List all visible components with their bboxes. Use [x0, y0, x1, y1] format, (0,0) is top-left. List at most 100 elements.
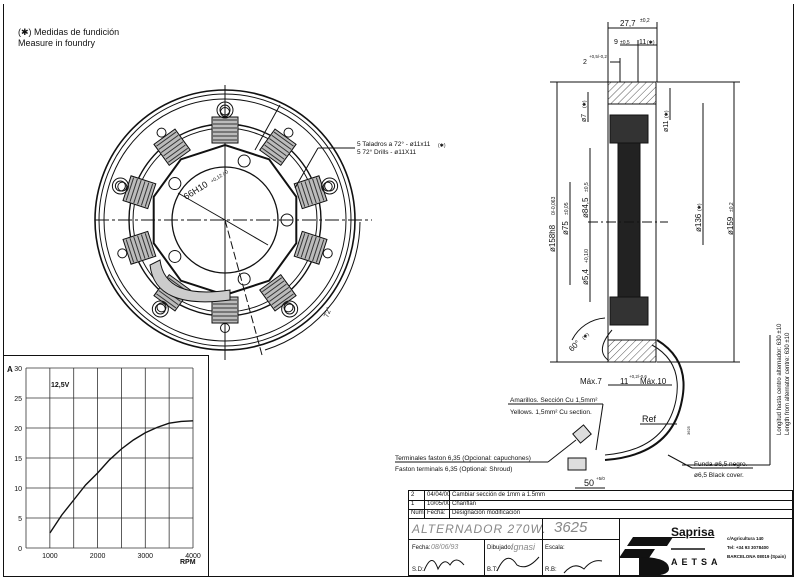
company-name-2: AETSA [671, 557, 722, 567]
mounting-hole [321, 177, 339, 195]
flange-hole [283, 302, 294, 313]
part-name: ALTERNADOR 270W. [412, 522, 547, 536]
mounting-hole [151, 300, 169, 318]
dim-d158: ø158h8 [548, 224, 557, 252]
stator-coil [259, 128, 297, 167]
date-label: Fecha: [412, 545, 431, 551]
dim-width: 27,7 [620, 19, 636, 28]
flange-hole [117, 248, 128, 259]
dim-max7: Máx.7 [580, 377, 602, 386]
x-tick-label: 4000 [185, 553, 201, 560]
y-tick-label: 25 [14, 396, 22, 403]
address-line-1: c/Agricultura 140 [727, 536, 764, 541]
inner-hole [280, 213, 294, 227]
cover-es: Funda ø6,5 negro. [694, 461, 748, 468]
dim-d84-tol: ±0,5 [584, 182, 590, 192]
flange-hole [322, 181, 333, 192]
terminals-en: Faston terminals 6,35 (Optional: Shroud) [395, 466, 512, 473]
x-tick-label: 2000 [90, 553, 106, 560]
stator-coil [153, 128, 191, 167]
dim-d54-tol: +0,1/0 [584, 249, 590, 263]
rev-date: 04/04/00 [427, 491, 451, 500]
dim-d159-tol: ±0,2 [729, 202, 735, 212]
inner-hole [237, 272, 251, 286]
flange-hole [220, 107, 230, 117]
rev-header-num: Num. [411, 509, 426, 518]
x-tick-label: 1000 [42, 553, 58, 560]
mounting-hole [111, 177, 129, 195]
dim-11: 11 [639, 39, 646, 46]
dim-50: 50 [584, 478, 594, 488]
address-line-3: BARCELONA 08019 (Spain) [727, 554, 786, 559]
part-number: 3625 [554, 519, 588, 536]
x-tick-label: 3000 [137, 553, 153, 560]
dim-width-tol: ±0,2 [640, 18, 650, 24]
dim-d75: ø75 [561, 221, 570, 235]
stator-coil [211, 116, 239, 144]
rev-date: 10/05/00 [427, 500, 451, 509]
flange-hole [220, 323, 230, 333]
stator-coil [293, 175, 328, 210]
dim-11c: 11 [620, 377, 629, 386]
dim-d136-mark: (✱) [697, 203, 703, 211]
rev-header-desc: Designación modificación [452, 510, 521, 516]
company-name: Saprisa [671, 525, 715, 539]
y-tick-label: 20 [14, 426, 22, 433]
aetsa-logo-icon [619, 537, 673, 558]
dim-d11-mark: (✱) [664, 110, 670, 118]
address-line-2: Tel: +34 93 3078400 [727, 545, 769, 550]
flange-hole [156, 127, 167, 138]
current-chart-box [4, 355, 209, 577]
flange-hole [283, 127, 294, 138]
foundry-note-en: Measure in foundry [18, 38, 96, 48]
drill-mark: (✱) [438, 143, 446, 149]
dim-d7: ø7 [581, 114, 588, 122]
rev-header-date: Fecha: [425, 509, 450, 518]
flange-hole [322, 248, 333, 259]
y-tick-label: 10 [14, 486, 22, 493]
y-tick-label: 0 [18, 546, 22, 553]
signatures [423, 537, 705, 577]
ref-label: Ref [642, 414, 657, 424]
date-value: 08/06/93 [431, 544, 459, 551]
foundry-note-es: (✱) Medidas de fundición [18, 27, 120, 37]
flange-hole [117, 181, 128, 192]
dim-d158-tol: 0/-0,063 [551, 196, 557, 215]
flange-hole [156, 302, 167, 313]
sd-label: S.D: [412, 567, 424, 573]
dim-max10: Máx.10 [640, 377, 667, 386]
length-note-es: Longitud hasta centro alternador: 630 ±1… [777, 323, 783, 435]
terminals-es: Terminales faston 6,35 (Opcional: capuch… [395, 455, 531, 462]
mounting-hole [281, 300, 299, 318]
x-axis-label: RPM [180, 559, 196, 566]
rb-label: R.B: [545, 567, 557, 573]
dim-d136: ø136 [694, 213, 703, 232]
y-tick-label: 30 [14, 366, 22, 373]
rev-num: 1 [409, 500, 425, 509]
yellow-wires-en: Yellows. 1,5mm² Cu section. [510, 409, 592, 416]
length-note-en: Length from alternator centre: 630 ±10 [785, 332, 791, 435]
y-tick-label: 5 [18, 516, 22, 523]
dim-9: 9 [614, 39, 618, 46]
dim-2-tol: +0,5/-0,2 [589, 54, 607, 59]
dim-d7-mark: (✱) [582, 100, 588, 108]
chart-series-line [49, 420, 194, 534]
drill-label-es: 5 Taladros a 72° - ø11x11 [357, 140, 431, 148]
dim-d54: ø5,4 [581, 268, 590, 285]
cable-mark: 3625 [686, 425, 691, 435]
dim-11-mark: (✱) [647, 40, 655, 46]
dim-angle-mark: (✱) [581, 332, 591, 342]
bt-label: B.T: [487, 567, 498, 573]
drawing-frame [3, 4, 794, 577]
dim-d11: ø11 [663, 120, 670, 132]
rev-num: 2 [409, 491, 425, 500]
y-tick-label: 15 [14, 456, 22, 463]
dim-d159: ø159 [726, 216, 735, 235]
inner-hole [168, 177, 182, 191]
mounting-hole [216, 101, 234, 119]
inner-hole [237, 154, 251, 168]
inner-hole [168, 249, 182, 263]
